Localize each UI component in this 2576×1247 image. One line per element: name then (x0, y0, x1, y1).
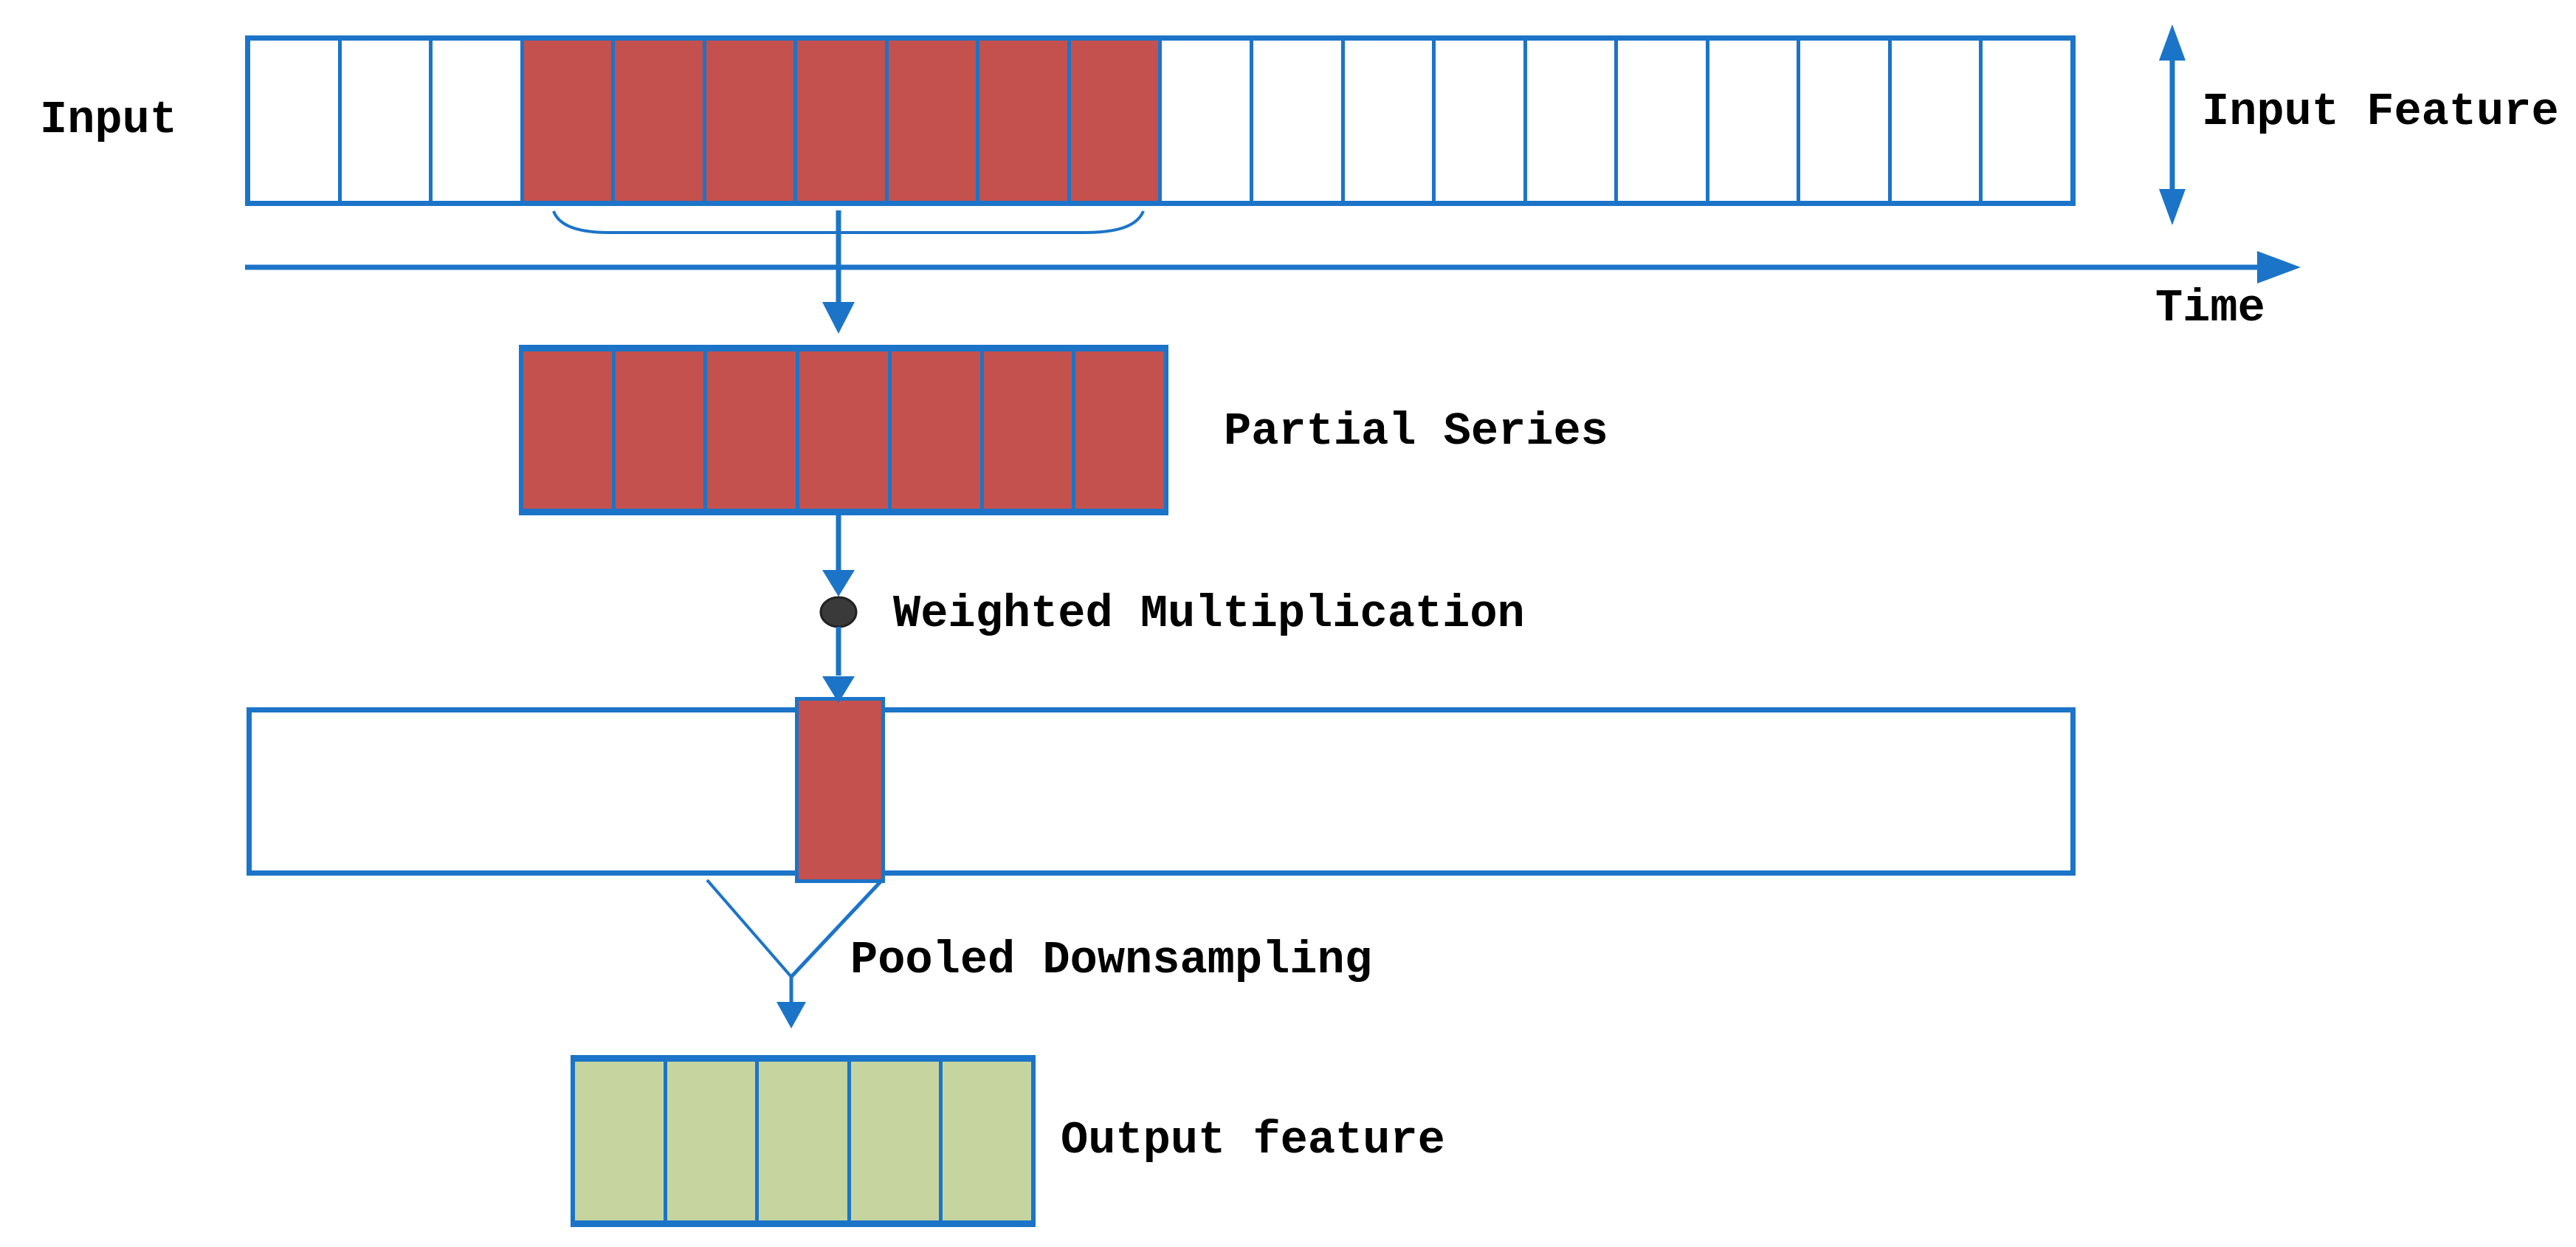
multiply-dot-icon (819, 596, 858, 628)
output-feature-label: Output feature (1061, 1114, 1445, 1167)
input-label: Input (40, 94, 178, 146)
pooling-arrowhead-icon (776, 1002, 806, 1028)
output-feature-row (571, 1055, 1036, 1227)
sequence-cell (979, 41, 1071, 201)
pooled-downsampling-label: Pooled Downsampling (850, 934, 1372, 986)
window-to-partial-arrowhead-icon (822, 302, 855, 334)
sequence-cell (1162, 41, 1254, 201)
sequence-cell (799, 351, 892, 509)
sequence-cell (523, 41, 616, 201)
sequence-cell (523, 351, 616, 509)
sequence-cell (1526, 41, 1619, 201)
sequence-cell (1891, 41, 1983, 201)
sequence-cell (1070, 41, 1163, 201)
sequence-cell (759, 1062, 851, 1220)
partial-to-dot-arrowhead-icon (822, 570, 855, 597)
sequence-cell (341, 41, 433, 201)
pooling-funnel-left-line (706, 879, 793, 978)
sequence-cell (667, 1062, 760, 1220)
sequence-cell (1436, 41, 1527, 201)
sequence-cell (1075, 351, 1165, 509)
partial-series-label: Partial Series (1224, 405, 1608, 458)
time-axis-label: Time (2155, 282, 2265, 334)
sequence-cell (888, 41, 980, 201)
sequence-cell (1800, 41, 1892, 201)
weighted-result-cell (795, 697, 885, 883)
input-feature-label: Input Feature (2202, 86, 2559, 138)
sequence-cell (1344, 41, 1436, 201)
sequence-cell (433, 41, 524, 201)
sequence-cell (891, 351, 984, 509)
weighted-multiplication-label: Weighted Multiplication (893, 588, 1525, 640)
input-sequence-row (245, 35, 2076, 206)
selection-brace (552, 210, 1145, 234)
sequence-cell (1983, 41, 2070, 201)
sequence-cell (1618, 41, 1709, 201)
sequence-cell (575, 1062, 667, 1220)
sequence-cell (1253, 41, 1345, 201)
sequence-cell (250, 41, 342, 201)
sequence-cell (707, 351, 800, 509)
sequence-cell (850, 1062, 943, 1220)
sequence-cell (797, 41, 889, 201)
input-feature-arrowhead-up-icon (2159, 24, 2186, 61)
time-axis-arrowhead-icon (2257, 251, 2301, 284)
sequence-cell (943, 1062, 1031, 1220)
input-feature-arrowhead-down-icon (2159, 189, 2186, 225)
sequence-cell (983, 351, 1076, 509)
weighted-series-row (247, 707, 2076, 876)
sequence-cell (615, 41, 706, 201)
sequence-cell (1709, 41, 1801, 201)
sequence-cell (706, 41, 798, 201)
partial-series-row (519, 345, 1168, 515)
sequence-cell (615, 351, 708, 509)
